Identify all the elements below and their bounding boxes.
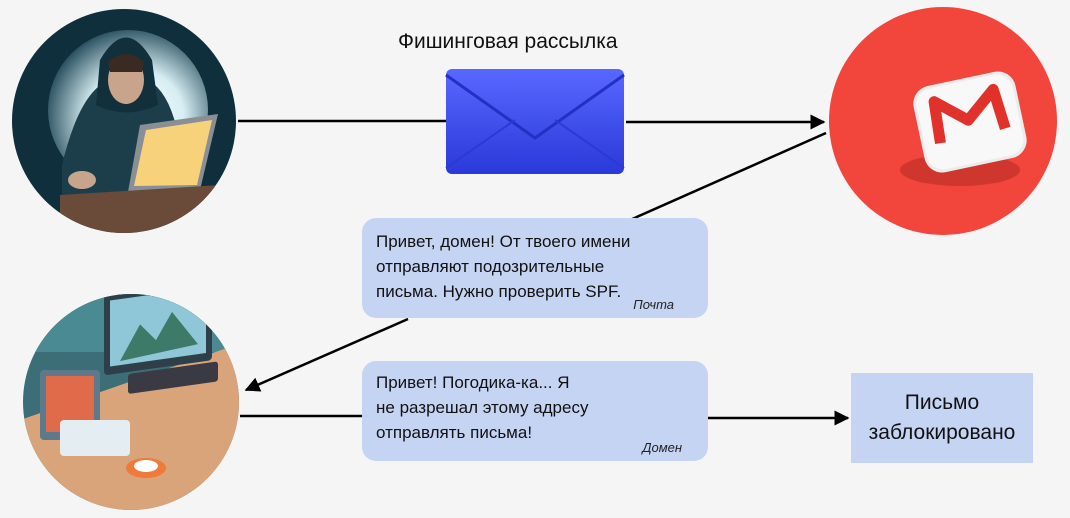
domain-message-signature: Домен: [642, 440, 682, 455]
gmail-logo-icon: [829, 7, 1057, 235]
envelope-icon: [445, 69, 625, 174]
mail-message-line-2: отправляют подозрительные: [376, 257, 605, 276]
domain-message-bubble: Привет! Погодика-ка... Я не разрешал это…: [362, 361, 708, 461]
mail-message-line-1: Привет, домен! От твоего имени: [376, 232, 631, 251]
blocked-box: Письмо заблокировано: [851, 373, 1033, 463]
arrow-gmail-to-bubble: [629, 131, 827, 222]
blocked-line-1: Письмо: [904, 391, 980, 414]
mail-message-bubble: Привет, домен! От твоего имени отправляю…: [362, 218, 708, 318]
workstation-desk-icon: [23, 294, 239, 510]
mail-message-line-3: письма. Нужно проверить SPF.: [376, 282, 622, 301]
hacker-avatar-icon: [12, 9, 236, 233]
arrow-bubble-to-workstation: [244, 317, 409, 392]
diagram-title: Фишинговая рассылка: [398, 30, 618, 53]
domain-message-line-2: не разрешал этому адресу: [376, 398, 589, 417]
domain-message-line-3: отправлять письма!: [376, 423, 533, 442]
blocked-line-2: заблокировано: [868, 421, 1016, 444]
mail-message-signature: Почта: [633, 297, 674, 312]
domain-message-line-1: Привет! Погодика-ка... Я: [376, 373, 570, 392]
